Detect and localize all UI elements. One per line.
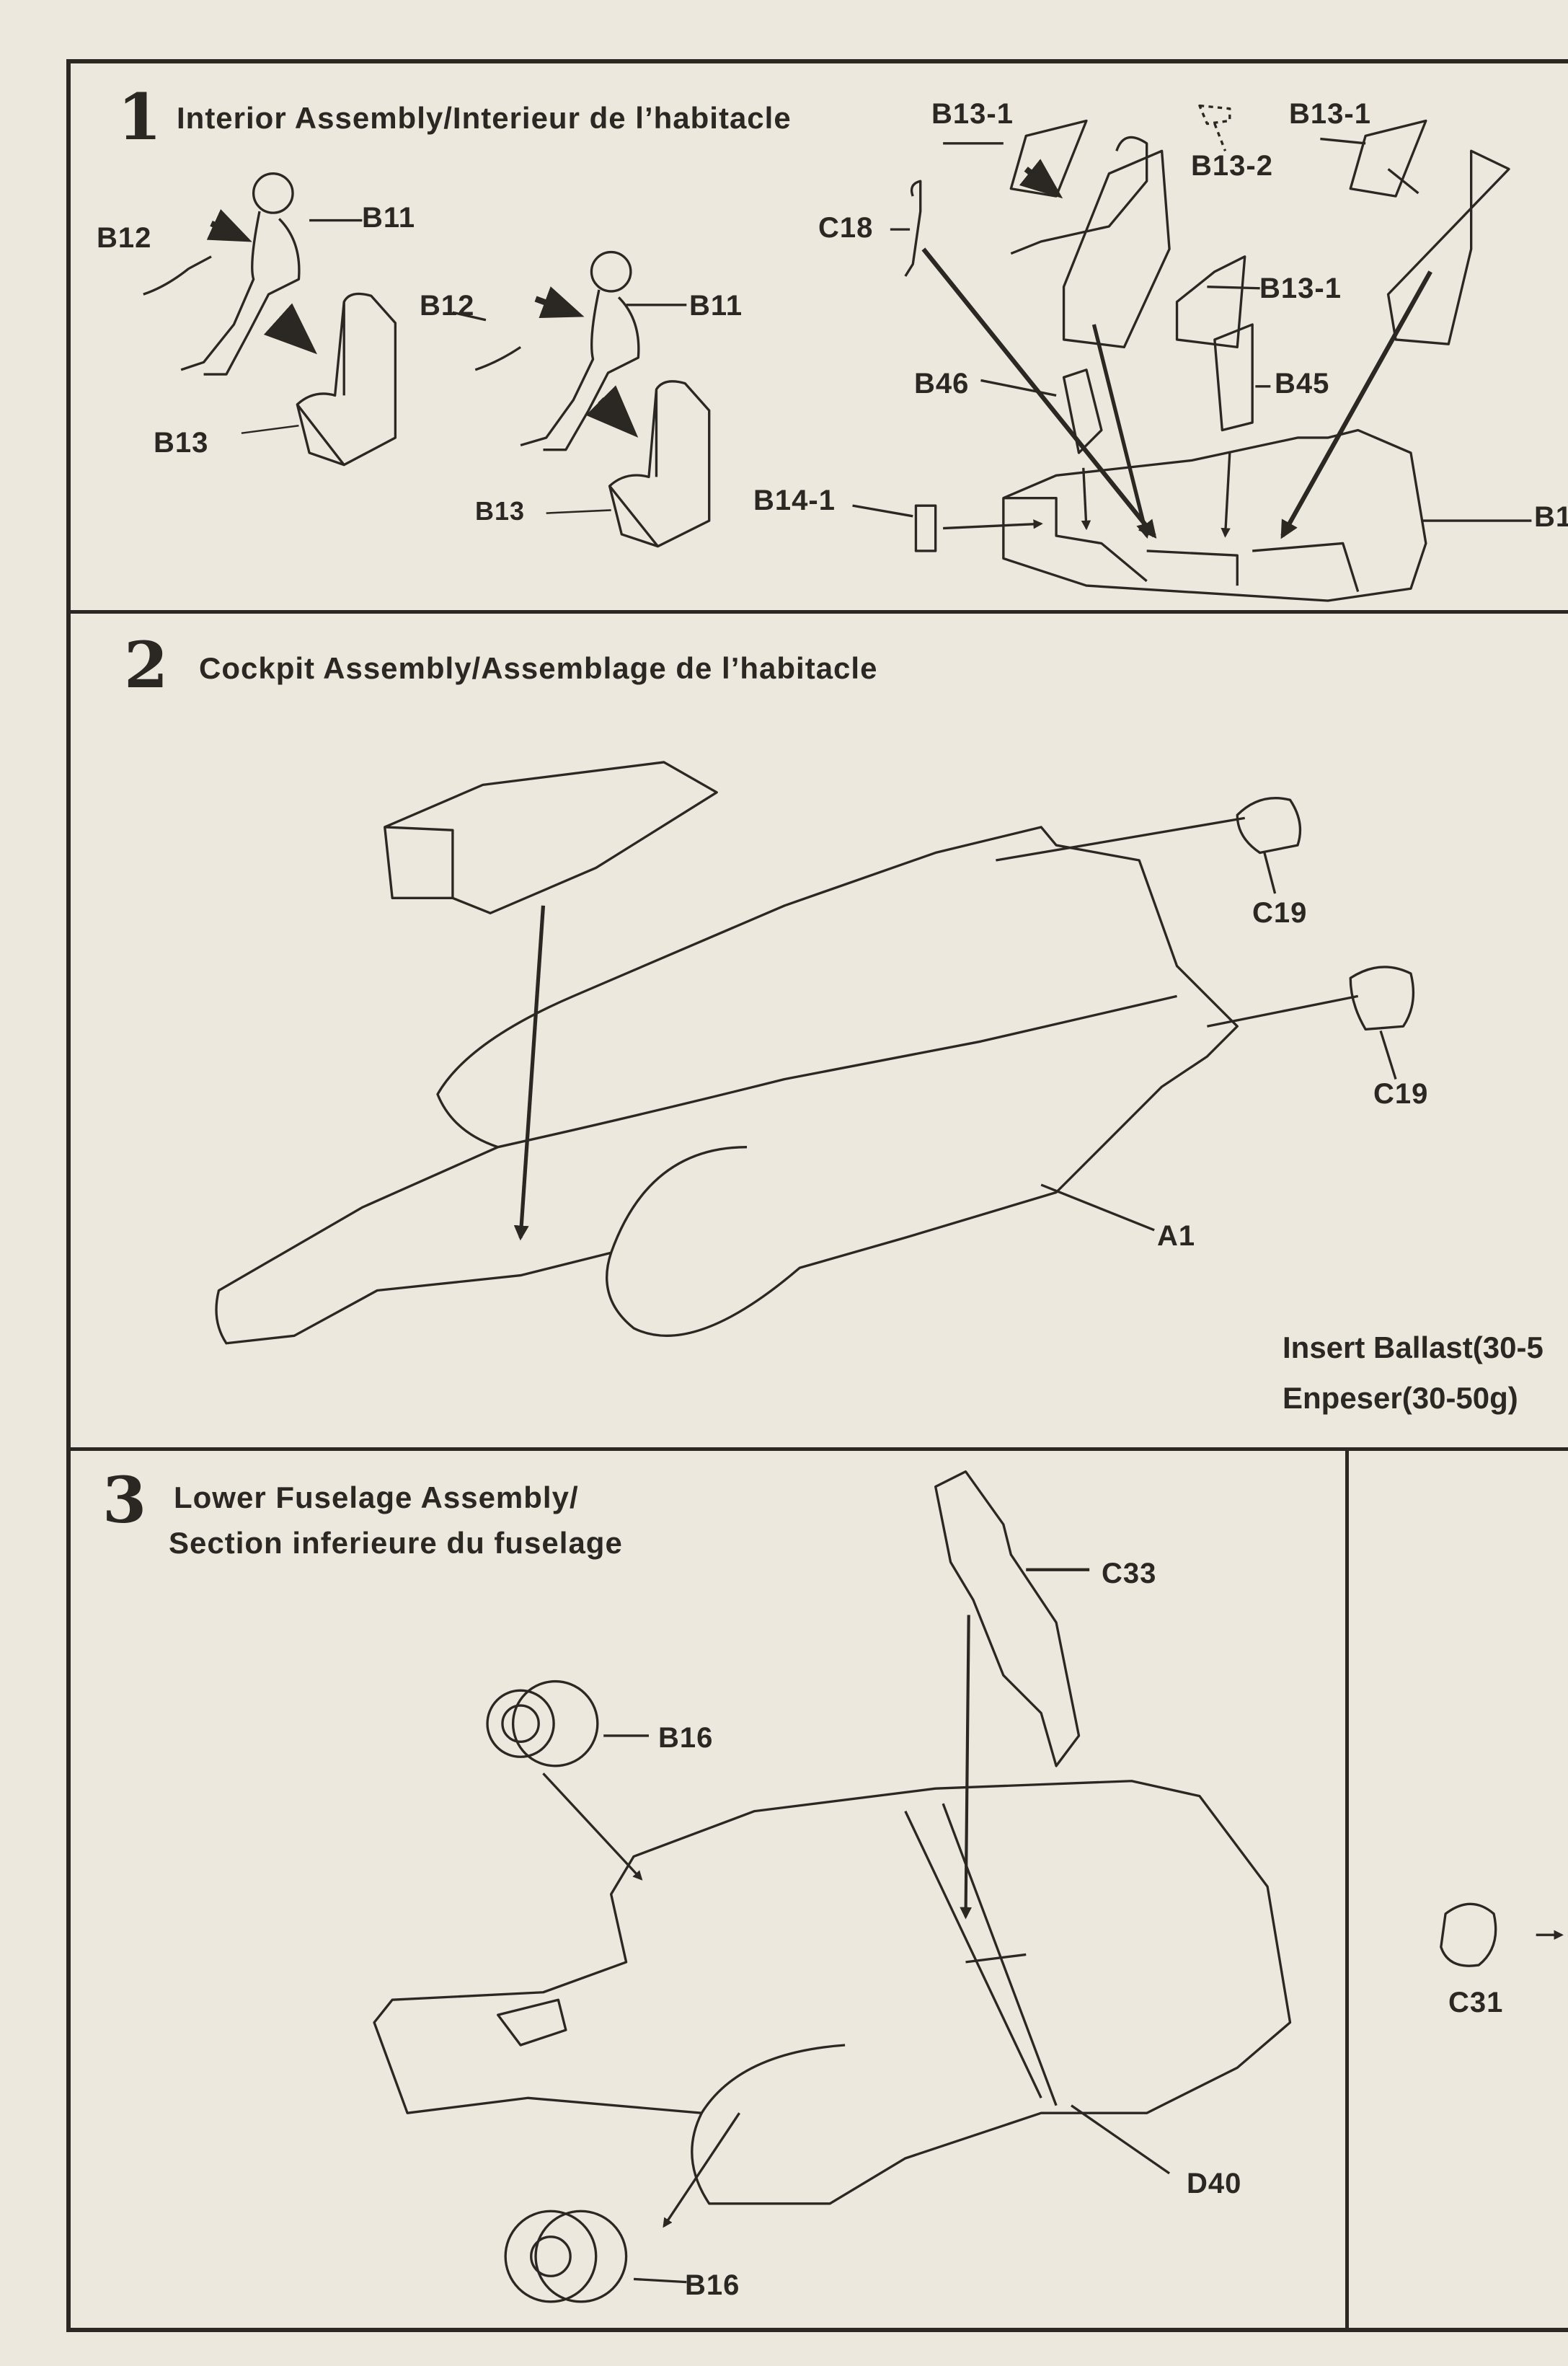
step3-title-line1: Lower Fuselage Assembly/ xyxy=(174,1480,579,1514)
label-b1: B1 xyxy=(1534,501,1568,533)
wheel-well-b16-2 xyxy=(504,2210,628,2303)
step3-title-line2: Section inferieure du fuselage xyxy=(169,1526,623,1560)
label-b13-2: B13-2 xyxy=(1191,150,1273,182)
divider-step1-step2 xyxy=(66,610,1568,614)
label-b11: B11 xyxy=(689,290,743,322)
pilot-figure-b11-2 xyxy=(474,250,640,451)
label-b45: B45 xyxy=(1275,368,1330,400)
label-b16: B16 xyxy=(685,2269,740,2301)
label-c19: C19 xyxy=(1252,897,1308,929)
divider-step2-step3 xyxy=(66,1447,1568,1451)
label-b13: B13 xyxy=(475,496,526,526)
control-stick-c18 xyxy=(890,180,922,277)
label-b16: B16 xyxy=(658,1722,714,1754)
label-d40: D40 xyxy=(1187,2168,1242,2199)
label-c18: C18 xyxy=(818,212,874,244)
label-b13-1: B13-1 xyxy=(1289,98,1371,130)
label-c19: C19 xyxy=(1373,1078,1429,1110)
label-b14-1: B14-1 xyxy=(753,485,836,516)
panel-b46 xyxy=(1062,368,1103,454)
arrow xyxy=(263,303,317,355)
part-c33 xyxy=(934,1470,1081,1767)
label-b11: B11 xyxy=(362,202,416,234)
label-c31: C31 xyxy=(1448,1987,1504,2018)
panel-b45 xyxy=(1213,323,1254,432)
canopy-part-c19 xyxy=(1236,797,1302,855)
pilot-seated xyxy=(1010,136,1148,255)
label-b12: B12 xyxy=(97,222,152,254)
lower-fuselage-half xyxy=(373,1780,1292,2205)
label-b13-1: B13-1 xyxy=(1259,273,1342,304)
step-number-2: 2 xyxy=(124,627,169,702)
part-b14-1 xyxy=(914,504,937,552)
step1-title: Interior Assembly/Interieur de l’habitac… xyxy=(177,101,792,135)
ejection-seat xyxy=(1062,149,1171,349)
seat-b13-2 xyxy=(608,380,711,548)
fuselage-half-a1 xyxy=(215,826,1239,1345)
step-number-1: 1 xyxy=(118,79,162,154)
step-number-3: 3 xyxy=(102,1462,147,1537)
label-b13-1: B13-1 xyxy=(931,98,1014,130)
divider-step3-right xyxy=(1345,1447,1349,2332)
label-b12: B12 xyxy=(420,290,475,322)
ballast-note-fr: Enpeser(30-50g) xyxy=(1283,1381,1518,1415)
seat-b13 xyxy=(296,292,397,467)
wheel-well-b16 xyxy=(486,1679,599,1767)
pilot-figure-b11 xyxy=(143,172,301,376)
label-b46: B46 xyxy=(914,368,970,400)
step2-title: Cockpit Assembly/Assemblage de l’habitac… xyxy=(199,651,878,685)
ballast-note-en: Insert Ballast(30-5 xyxy=(1283,1330,1543,1364)
instruction-frame xyxy=(66,59,1568,2332)
cockpit-tub-b1 xyxy=(1002,428,1427,602)
cockpit-insert xyxy=(384,761,718,914)
label-b13: B13 xyxy=(154,427,209,459)
part-c31 xyxy=(1440,1902,1497,1967)
arrow xyxy=(206,208,252,242)
label-c33: C33 xyxy=(1102,1558,1157,1589)
label-a1: A1 xyxy=(1157,1220,1196,1252)
